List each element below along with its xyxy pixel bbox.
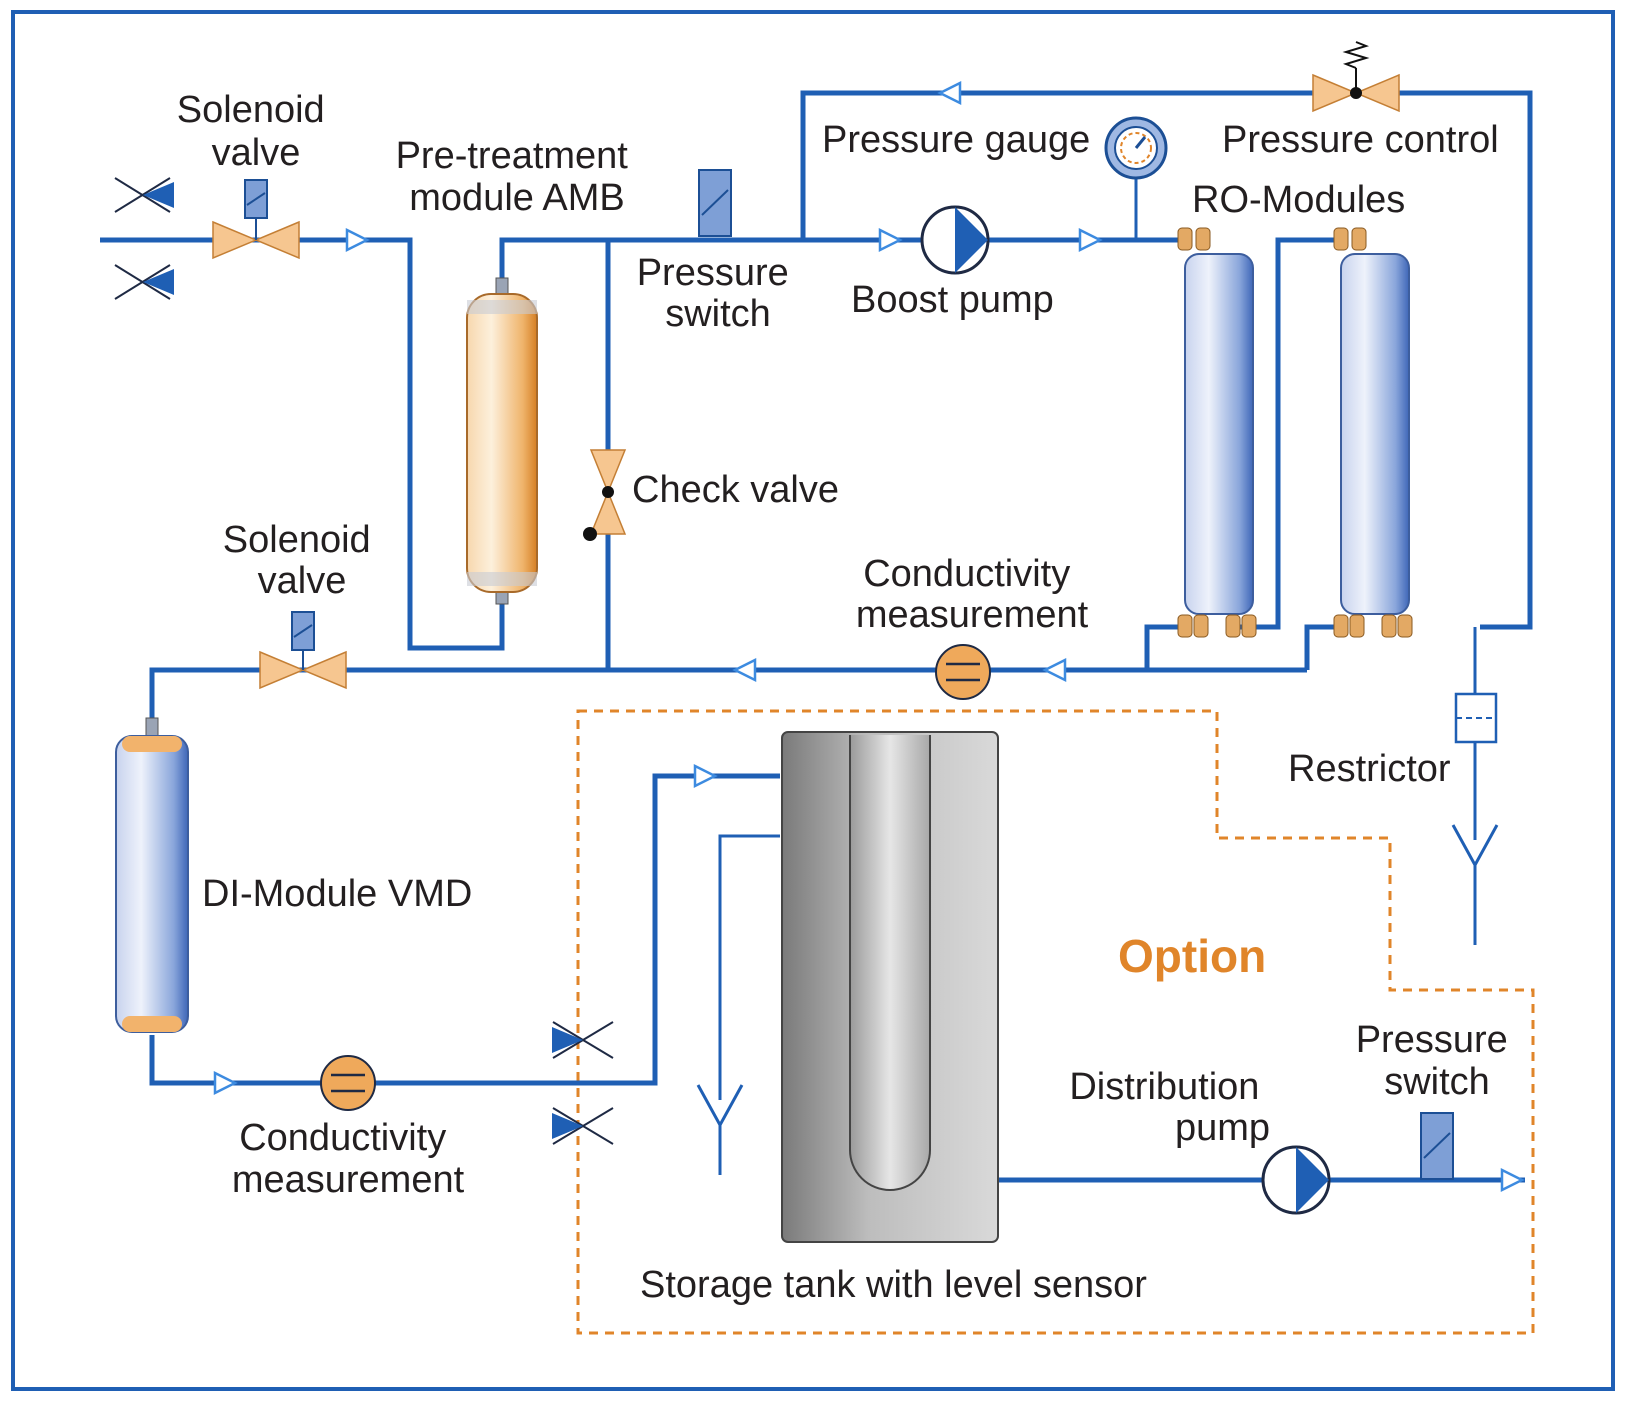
solenoid-valve-top-label: Solenoid valve: [177, 89, 335, 174]
pump-icon: [920, 205, 990, 275]
shutoff-valve-icon: [114, 264, 174, 300]
pressure-switch-top-line1: Pressure: [637, 252, 789, 294]
diagram-frame: [11, 10, 1615, 1391]
storage-tank-label: Storage tank with level sensor: [640, 1264, 1147, 1306]
drain-icon: [696, 1084, 744, 1129]
pretreatment-line1: Pre-treatment: [396, 135, 629, 177]
pretreatment-line2: module AMB: [409, 177, 624, 219]
pump-icon: [1261, 1145, 1331, 1215]
flow-arrows: [213, 80, 1525, 1193]
pretreatment-module: [466, 277, 538, 605]
pressure-control-valve-icon: [1312, 41, 1400, 113]
di-module: [115, 717, 189, 1033]
conductivity-top-line1: Conductivity: [863, 553, 1070, 595]
di-module-label: DI-Module VMD: [202, 873, 472, 915]
drain-icon: [1451, 824, 1499, 869]
pressure-gauge-icon: [1104, 116, 1168, 240]
pressure-switch-icon: [698, 169, 732, 237]
conductivity-cell-icon: [320, 1055, 376, 1111]
ro-module-2: [1333, 227, 1413, 638]
conductivity-bottom-line2: measurement: [232, 1159, 465, 1201]
pressure-switch-top-label: Pressure switch: [637, 252, 800, 335]
ro-modules-label: RO-Modules: [1192, 179, 1405, 221]
pressure-switch-bottom-label: Pressure switch: [1356, 1019, 1519, 1103]
solenoid-valve-mid-line1: Solenoid: [223, 519, 371, 561]
storage-tank: [781, 731, 999, 1243]
distribution-pump-line1: Distribution: [1069, 1066, 1259, 1108]
option-region-outline: [576, 709, 1535, 1335]
conductivity-bottom-line1: Conductivity: [239, 1117, 446, 1159]
conductivity-top-label: Conductivity measurement: [856, 553, 1089, 636]
pressure-switch-icon: [1420, 1112, 1454, 1180]
restrictor-label: Restrictor: [1288, 748, 1451, 790]
conductivity-cell-icon: [935, 644, 991, 700]
solenoid-valve-mid-label: Solenoid valve: [223, 519, 381, 602]
solenoid-valve-top-line1: Solenoid: [177, 89, 325, 131]
distribution-pump-label: Distribution pump: [1069, 1066, 1270, 1149]
pretreatment-label: Pre-treatment module AMB: [396, 135, 639, 219]
solenoid-valve-icon: [259, 611, 347, 690]
shutoff-valve-icon: [114, 177, 174, 213]
pressure-switch-top-line2: switch: [665, 293, 771, 335]
option-label: Option: [1118, 930, 1266, 982]
solenoid-valve-top-line2: valve: [212, 132, 301, 174]
restrictor-icon: [1454, 692, 1498, 744]
boost-pump-label: Boost pump: [851, 279, 1054, 321]
ro-module-1: [1177, 227, 1257, 638]
solenoid-valve-icon: [212, 179, 300, 260]
pressure-gauge-label: Pressure gauge: [822, 119, 1090, 161]
pressure-switch-bottom-line1: Pressure: [1356, 1019, 1508, 1061]
pressure-control-label: Pressure control: [1222, 119, 1499, 161]
check-valve-icon: [583, 449, 627, 541]
solenoid-valve-mid-line2: valve: [258, 560, 347, 602]
conductivity-bottom-label: Conductivity measurement: [232, 1117, 465, 1201]
shutoff-valve-icon: [552, 1021, 614, 1059]
check-valve-label: Check valve: [632, 469, 839, 511]
level-sensor: [849, 735, 931, 1191]
pressure-switch-bottom-line2: switch: [1384, 1061, 1490, 1103]
distribution-pump-line2: pump: [1175, 1107, 1270, 1149]
conductivity-top-line2: measurement: [856, 594, 1089, 636]
shutoff-valve-icon: [552, 1107, 614, 1145]
